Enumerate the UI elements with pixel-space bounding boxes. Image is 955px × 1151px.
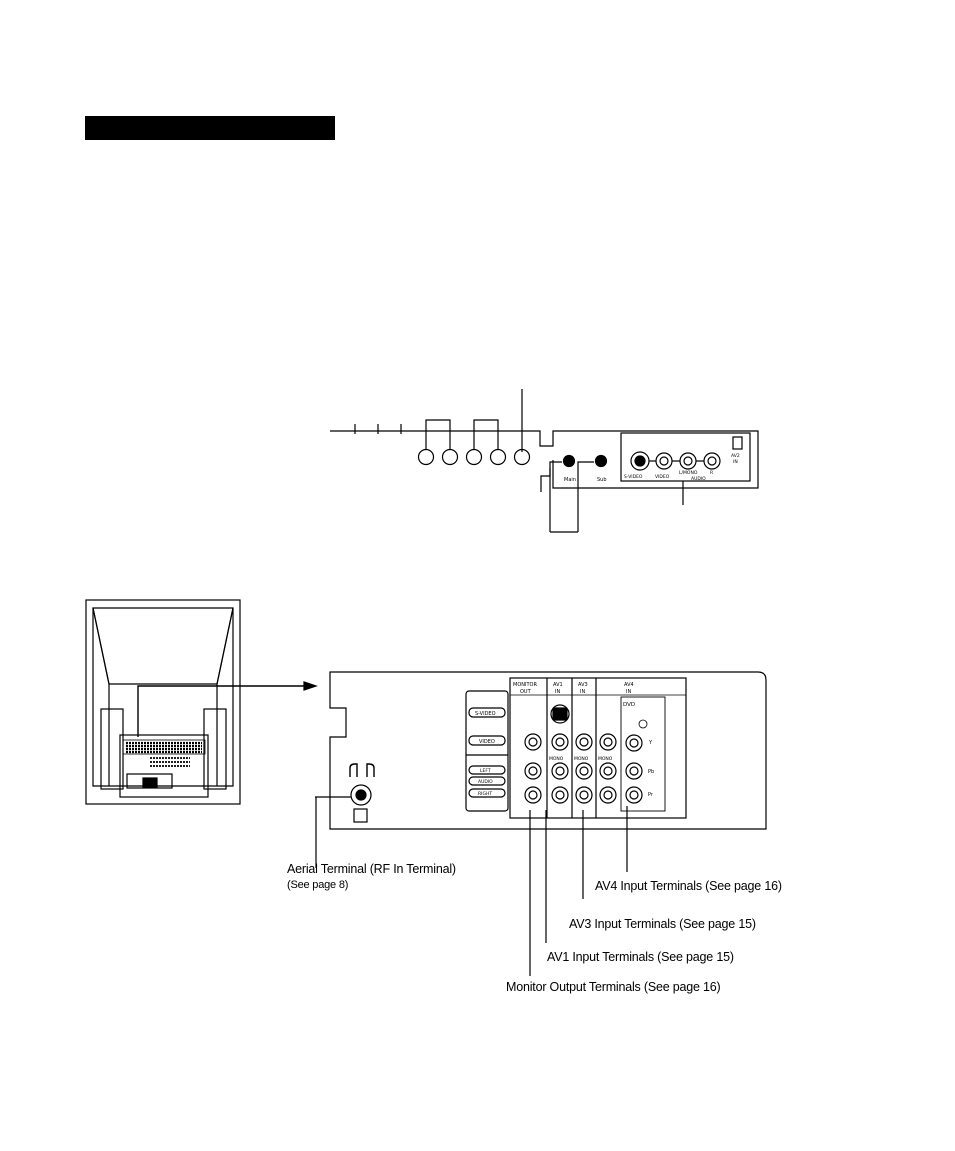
section-title-bar	[85, 116, 335, 140]
av2-r-label: R	[710, 470, 713, 476]
av1-header: AV1	[553, 682, 563, 688]
av2-video-label: VIDEO	[655, 474, 670, 480]
video-row-label: VIDEO	[479, 739, 495, 745]
av2-audio-r-jack	[703, 452, 721, 470]
front-button-1	[417, 448, 435, 466]
monitor-header: MONITOR	[513, 682, 537, 688]
sub-jack-label: Sub	[597, 477, 607, 483]
av1-callout: AV1 Input Terminals (See page 15)	[547, 950, 734, 964]
av3-header: AV3	[578, 682, 588, 688]
headphone-jack-main	[562, 454, 576, 468]
left-row-tag	[468, 765, 506, 775]
front-button-4	[489, 448, 507, 466]
left-row-label: LEFT	[480, 768, 491, 774]
aerial-terminal-callout: Aerial Terminal (RF In Terminal)	[287, 862, 456, 876]
video-row-tag	[468, 735, 506, 746]
tv-rear-illustration	[85, 599, 318, 805]
front-button-2	[441, 448, 459, 466]
front-button-5	[513, 448, 531, 466]
main-jack-label: Main	[564, 477, 576, 483]
antenna-symbol-icon	[349, 763, 375, 777]
av3-callout: AV3 Input Terminals (See page 15)	[569, 917, 756, 931]
front-panel: Main Sub S-VIDEO VIDEO L/MONO R AUDIO AV…	[330, 389, 759, 533]
av2-audio-l-jack	[679, 452, 697, 470]
av3-in-header: IN	[580, 689, 585, 695]
right-row-tag	[468, 788, 506, 798]
av2-lmono-label: L/MONO	[679, 470, 698, 476]
av1-in-header: IN	[555, 689, 560, 695]
component-y-label: Y	[648, 740, 653, 746]
svideo-row-label: S-VIDEO	[475, 711, 496, 717]
component-pb-label: Pb	[648, 769, 654, 775]
av2-video-jack	[655, 452, 673, 470]
callout-lines	[315, 796, 628, 976]
av4-callout: AV4 Input Terminals (See page 16)	[595, 879, 782, 893]
av2-svideo-label: S-VIDEO	[624, 474, 643, 480]
av2-in-label: IN	[733, 459, 738, 465]
front-button-3	[465, 448, 483, 466]
audio-row-tag	[468, 776, 506, 786]
av2-input-panel	[620, 432, 751, 482]
audio-row-label: AUDIO	[478, 779, 493, 785]
component-pr-label: Pr	[648, 792, 654, 798]
monitor-output-callout: Monitor Output Terminals (See page 16)	[506, 980, 721, 994]
monitor-out-header: OUT	[520, 689, 532, 695]
av4-in-header: IN	[626, 689, 631, 695]
av1-svideo-jack	[550, 704, 570, 724]
svideo-row-tag	[468, 707, 506, 718]
right-row-label: RIGHT	[478, 791, 492, 797]
av2-audio-label: AUDIO	[691, 476, 706, 482]
headphone-jack-sub	[594, 454, 608, 468]
aerial-terminal	[350, 784, 372, 806]
av1-mono-label: MONO	[549, 756, 564, 762]
av3-mono-label: MONO	[574, 756, 589, 762]
rear-jacks	[524, 733, 643, 804]
av4-mono-label: MONO	[598, 756, 613, 762]
aerial-terminal-page-ref: (See page 8)	[287, 879, 349, 891]
av2-label: AV2	[731, 453, 740, 459]
dvd-label: DVD	[623, 702, 635, 708]
rear-terminal-panel: S-VIDEO VIDEO LEFT AUDIO RIGHT MONITOR O…	[329, 671, 767, 830]
av4-header: AV4	[624, 682, 634, 688]
